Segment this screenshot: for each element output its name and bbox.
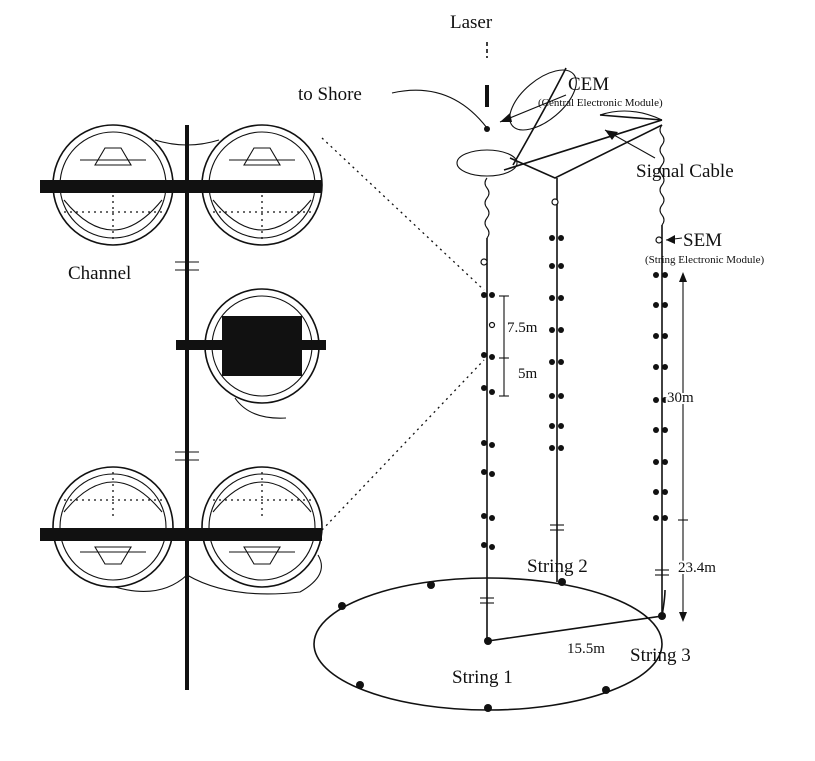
string-height-label: 23.4m <box>678 560 716 576</box>
string-1-label: String 1 <box>452 667 513 688</box>
om-spacing-label: 7.5m <box>507 320 538 336</box>
zoom-guide-lines <box>321 137 485 531</box>
base-ring: 15.5m <box>313 577 666 712</box>
to-shore-label: to Shore <box>298 84 362 105</box>
pair-spacing-label: 5m <box>518 366 538 382</box>
sem: SEM (String Electronic Module) <box>645 230 764 266</box>
string-2-label: String 2 <box>527 556 588 577</box>
optical-module-bottom-right <box>201 466 323 588</box>
cem-label: CEM <box>568 74 609 95</box>
electronics-housing <box>176 288 326 419</box>
cem: CEM (Central Electronic Module) <box>456 69 663 177</box>
sem-distance-label: 30m <box>667 390 694 406</box>
laser-label: Laser <box>450 12 493 33</box>
signal-cables: Signal Cable <box>503 67 734 182</box>
channel-detail: Channel <box>40 124 326 690</box>
string-3: String 3 <box>630 124 691 666</box>
channel-label: Channel <box>68 263 131 284</box>
string-2: String 2 <box>527 178 588 586</box>
sem-label: SEM <box>683 230 722 251</box>
laser: Laser <box>450 12 493 107</box>
string-1-dimensions: 7.5m 5m <box>499 295 538 397</box>
string-1: String 1 <box>452 177 513 688</box>
signal-cable-label: Signal Cable <box>636 161 734 182</box>
optical-module-bottom-left <box>52 466 174 588</box>
string-3-dimensions: 30m 23.4m <box>665 272 718 622</box>
shore-cable: to Shore <box>298 84 488 129</box>
string-3-label: String 3 <box>630 645 691 666</box>
string-distance-label: 15.5m <box>567 641 605 657</box>
sem-full-label: (String Electronic Module) <box>645 254 764 266</box>
